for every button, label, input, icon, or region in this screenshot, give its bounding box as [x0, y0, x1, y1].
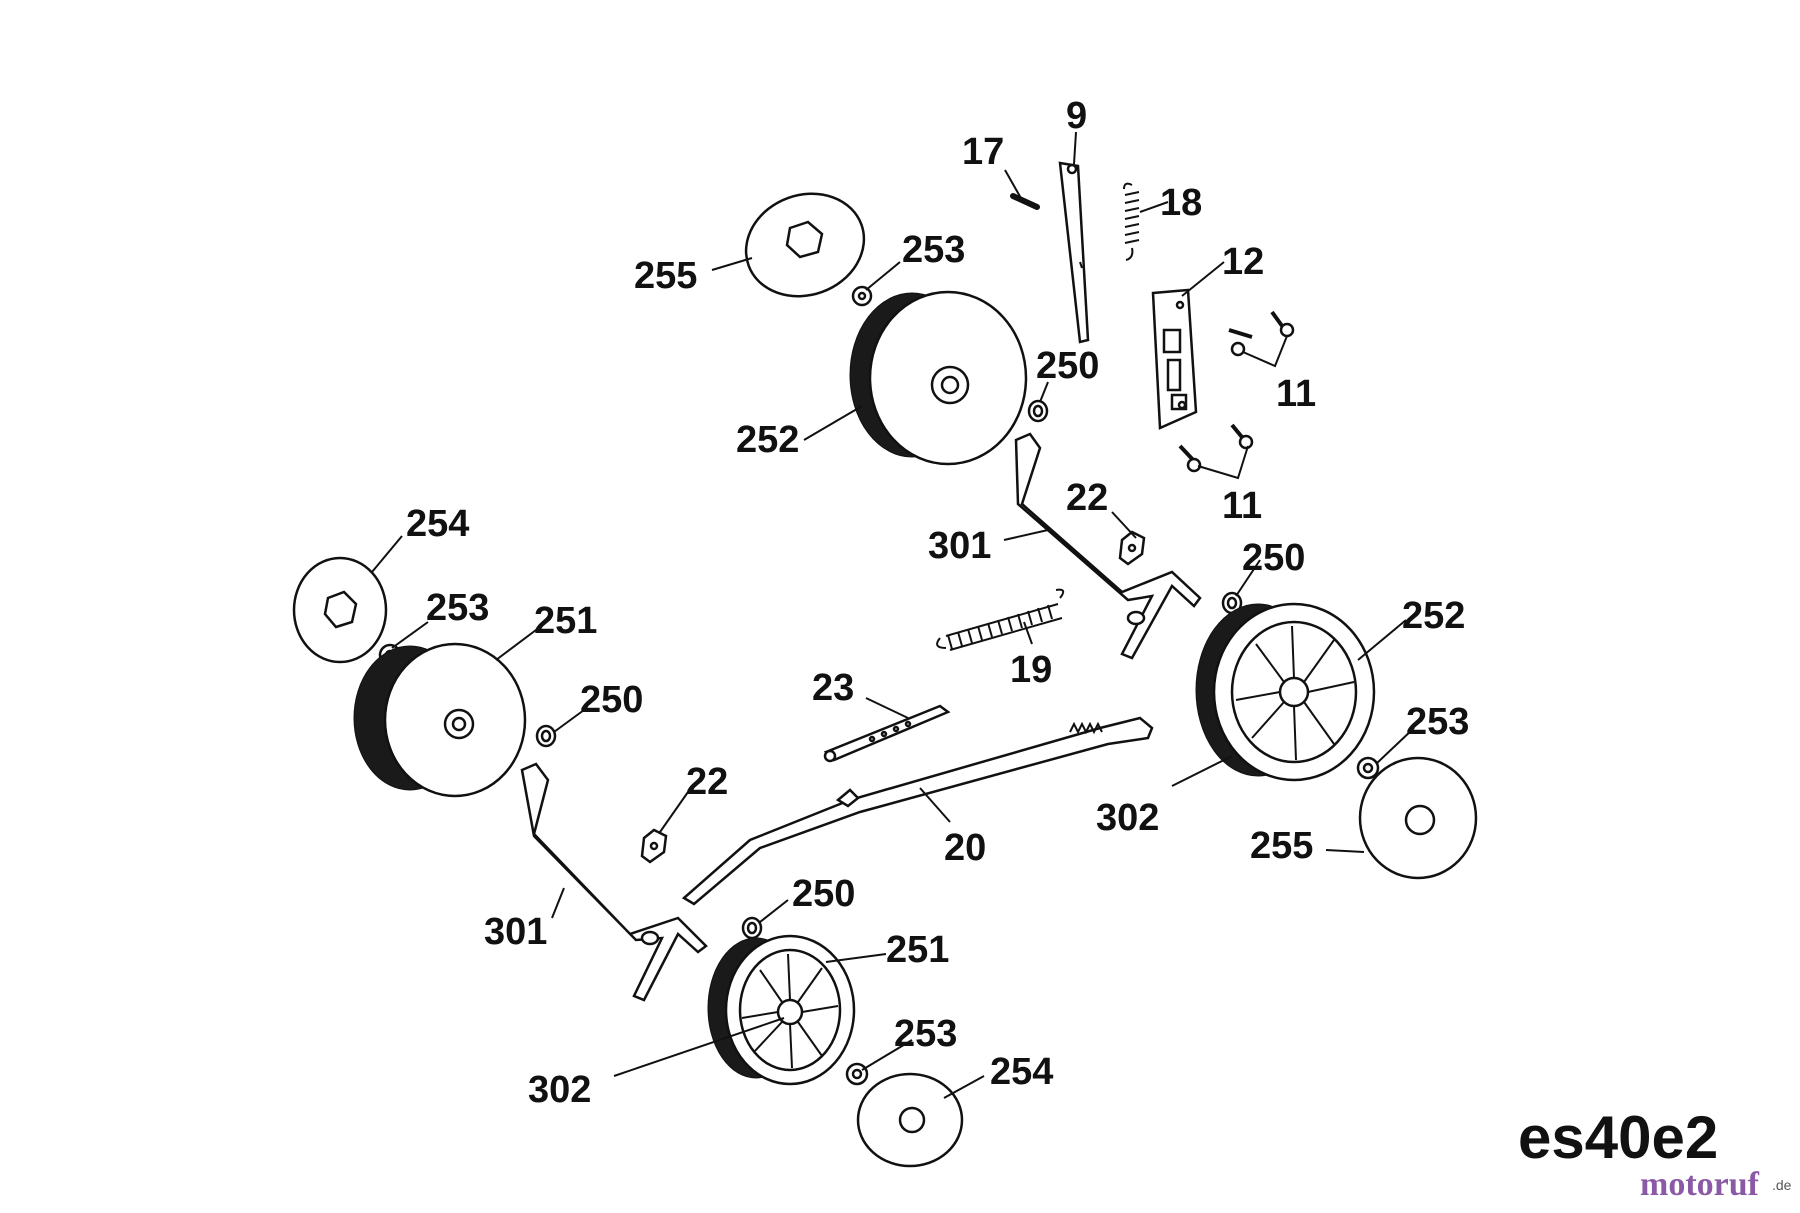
label-part-301-lower: 301 [484, 911, 547, 953]
label-part-254-left: 254 [406, 503, 469, 545]
label-part-253-lower: 253 [894, 1013, 957, 1055]
watermark-tld: .de [1772, 1177, 1792, 1193]
label-part-252-upper: 252 [736, 419, 799, 461]
label-part-255-right: 255 [1250, 825, 1313, 867]
label-part-255-upper: 255 [634, 255, 697, 297]
spring-18 [1123, 182, 1140, 261]
label-part-253-upper: 253 [902, 229, 965, 271]
hub-cap-254-left [292, 556, 388, 664]
washer-253-upper [851, 285, 873, 307]
washer-250-upper [1027, 399, 1049, 423]
wheel-251-left [353, 642, 527, 798]
clip-22-lower [640, 828, 668, 864]
hub-cap-254-lower [856, 1072, 964, 1168]
label-part-250-right: 250 [1242, 537, 1305, 579]
bracket-plate-12 [1151, 288, 1198, 430]
leader-lines [371, 131, 1415, 1099]
washer-253-lower [845, 1062, 869, 1086]
label-part-253-left: 253 [426, 587, 489, 629]
label-part-251-left: 251 [534, 600, 597, 642]
label-part-251-lower: 251 [886, 929, 949, 971]
hub-cap-255-upper [744, 192, 866, 298]
label-part-301-upper: 301 [928, 525, 991, 567]
hub-cap-255-right [1358, 756, 1478, 880]
label-part-252-right: 252 [1402, 595, 1465, 637]
washer-250-lower [741, 916, 763, 940]
label-part-19: 19 [1010, 649, 1052, 691]
label-part-250-upper: 250 [1036, 345, 1099, 387]
washer-250-left [535, 724, 557, 748]
part-labels: 9 17 18 12 255 253 250 252 11 11 22 301 … [406, 95, 1469, 1111]
wheel-251-lower [707, 934, 856, 1086]
link-23 [823, 704, 951, 763]
washer-253-right [1356, 756, 1380, 780]
label-part-250-left: 250 [580, 679, 643, 721]
label-part-254-lower: 254 [990, 1051, 1053, 1093]
label-part-22-lower: 22 [686, 761, 728, 803]
label-part-302-lower: 302 [528, 1069, 591, 1111]
label-part-11-upper: 11 [1276, 373, 1316, 415]
label-part-20: 20 [944, 827, 986, 869]
label-part-12: 12 [1222, 241, 1264, 283]
axle-301-upper [1014, 432, 1202, 660]
label-part-18: 18 [1160, 182, 1202, 224]
wheel-252-right [1195, 602, 1376, 782]
label-part-250-lower: 250 [792, 873, 855, 915]
pin-17 [1010, 193, 1040, 210]
label-part-9: 9 [1066, 95, 1087, 137]
wheel-252-upper [849, 290, 1028, 466]
label-part-253-right: 253 [1406, 701, 1469, 743]
label-part-11-lower: 11 [1222, 485, 1262, 527]
diagram-code: es40e2 [1518, 1104, 1719, 1171]
label-part-23: 23 [812, 667, 854, 709]
label-part-17: 17 [962, 131, 1004, 173]
watermark-logo: motoruf [1640, 1166, 1759, 1203]
screws-11-lower [1178, 423, 1254, 480]
label-part-22-upper: 22 [1066, 477, 1108, 519]
lever-9 [1058, 161, 1090, 344]
spring-19 [936, 588, 1065, 651]
axle-301-lower [520, 762, 708, 1002]
clip-22-upper [1118, 530, 1146, 566]
rod-20 [681, 716, 1154, 906]
label-part-302-right: 302 [1096, 797, 1159, 839]
screws-11-upper [1228, 310, 1295, 368]
